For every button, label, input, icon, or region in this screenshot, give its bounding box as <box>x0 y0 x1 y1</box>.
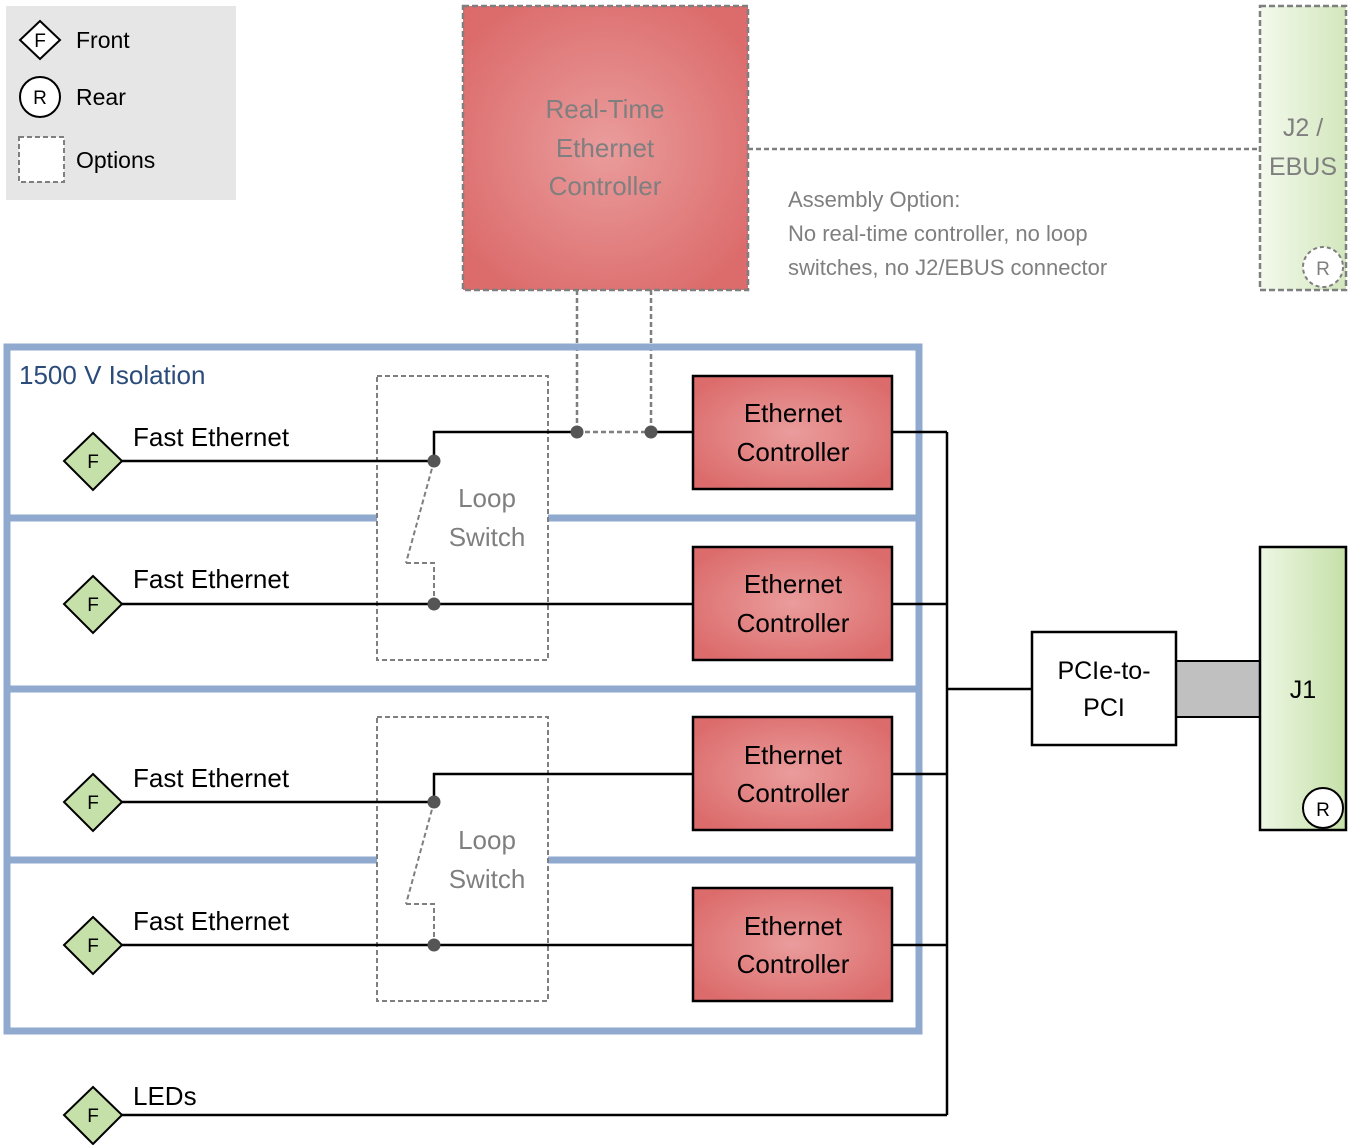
legend-options-icon <box>18 136 65 183</box>
loop-switch-1-bypass <box>405 460 435 604</box>
loop-switch-2-line1: Loop <box>458 825 516 855</box>
realtime-ethernet-controller: Real-Time Ethernet Controller <box>461 4 750 292</box>
j1-connector: J1 R <box>1258 545 1348 832</box>
legend-front-label: Front <box>76 27 130 53</box>
eth-controller-3-line2: Controller <box>737 778 850 808</box>
j2-line1: J2 / <box>1283 114 1323 142</box>
front-port-icon <box>62 772 124 833</box>
ethernet-controller-2: Ethernet Controller <box>691 545 894 662</box>
channel-3-wire <box>122 772 693 804</box>
port-2-symbol: F <box>87 595 99 616</box>
port-2: F Fast Ethernet <box>62 564 290 635</box>
port-1-symbol: F <box>87 452 99 473</box>
front-port-icon <box>62 574 124 635</box>
junction-dot <box>427 795 441 809</box>
eth-controller-4-line2: Controller <box>737 949 850 979</box>
legend-front-icon: F <box>18 19 62 61</box>
eth-controller-1-line2: Controller <box>737 437 850 467</box>
eth-controller-3-line1: Ethernet <box>744 740 843 770</box>
ethernet-controller-1: Ethernet Controller <box>691 374 894 491</box>
port-3-label: Fast Ethernet <box>133 763 290 793</box>
loop-switch-2: Loop Switch <box>376 716 549 1002</box>
eth-controller-1-line1: Ethernet <box>744 398 843 428</box>
bridge-line1: PCIe-to- <box>1057 657 1150 685</box>
j2-rear-symbol: R <box>1316 259 1330 280</box>
ethernet-controller-3: Ethernet Controller <box>691 715 894 832</box>
front-port-icon <box>62 915 124 976</box>
legend-rear-icon: R <box>19 76 61 118</box>
bridge-to-j1-bus <box>1176 661 1260 717</box>
leds: F LEDs <box>62 1081 947 1145</box>
legend-rear-symbol: R <box>33 88 47 109</box>
port-2-label: Fast Ethernet <box>133 564 290 594</box>
eth-controller-4-line1: Ethernet <box>744 911 843 941</box>
j1-rear-icon <box>1302 787 1344 829</box>
leds-label: LEDs <box>133 1081 197 1111</box>
loop-switch-1: Loop Switch <box>376 375 549 661</box>
ethernet-controller-4: Ethernet Controller <box>691 886 894 1003</box>
legend: F Front R Rear Options <box>6 6 236 200</box>
front-port-icon <box>62 1085 124 1145</box>
loop-switch-2-bypass <box>405 801 435 945</box>
eth-controller-2-line1: Ethernet <box>744 569 843 599</box>
front-port-icon <box>62 431 124 492</box>
port-4: F Fast Ethernet <box>62 906 290 976</box>
port-1-label: Fast Ethernet <box>133 422 290 452</box>
port-3: F Fast Ethernet <box>62 763 290 833</box>
junction-dot <box>570 425 584 439</box>
eth-controller-2-line2: Controller <box>737 608 850 638</box>
rt-controller-line2: Ethernet <box>556 133 655 163</box>
legend-options-label: Options <box>76 147 155 173</box>
assembly-option-line1: Assembly Option: <box>788 187 960 212</box>
port-4-label: Fast Ethernet <box>133 906 290 936</box>
assembly-option-line3: switches, no J2/EBUS connector <box>788 255 1107 280</box>
j2-ebus-connector: J2 / EBUS R <box>1258 4 1348 292</box>
port-3-symbol: F <box>87 793 99 814</box>
junction-dots <box>427 425 658 952</box>
channel-1-wire <box>122 430 577 463</box>
loop-switch-2-line2: Switch <box>449 864 526 894</box>
j1-rear-symbol: R <box>1316 800 1330 821</box>
leds-symbol: F <box>87 1106 99 1127</box>
bridge-box <box>1030 630 1178 747</box>
junction-dot <box>644 425 658 439</box>
pci-bus <box>892 430 1032 1115</box>
legend-rear-label: Rear <box>76 84 126 110</box>
loop-switch-1-line2: Switch <box>449 522 526 552</box>
j1-label: J1 <box>1290 676 1316 704</box>
bridge-line2: PCI <box>1083 694 1125 722</box>
j2-rear-icon <box>1302 246 1344 288</box>
junction-dot <box>427 454 441 468</box>
loop-switch-1-line1: Loop <box>458 483 516 513</box>
junction-dot <box>427 597 441 611</box>
isolation-label: 1500 V Isolation <box>19 360 205 390</box>
rt-controller-line3: Controller <box>549 171 662 201</box>
rt-controller-line1: Real-Time <box>546 94 665 124</box>
junction-dot <box>427 938 441 952</box>
port-4-symbol: F <box>87 936 99 957</box>
pcie-to-pci-bridge: PCIe-to- PCI <box>1030 630 1260 747</box>
legend-front-symbol: F <box>34 31 46 52</box>
assembly-option-line2: No real-time controller, no loop <box>788 221 1088 246</box>
port-1: F Fast Ethernet <box>62 422 290 492</box>
j2-line2: EBUS <box>1269 153 1337 181</box>
assembly-option-note: Assembly Option: No real-time controller… <box>788 187 1107 280</box>
